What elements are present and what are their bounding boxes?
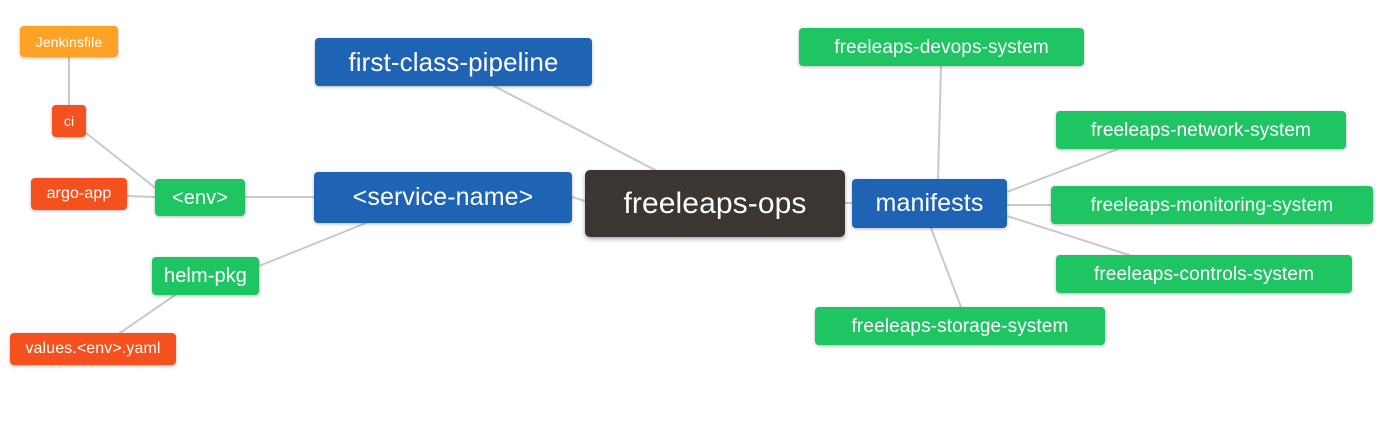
edge-manifests-to-storage_system [930, 227, 962, 308]
node-label: <env> [171, 186, 229, 209]
node-freeleaps-devops-system[interactable]: freeleaps-devops-system [799, 28, 1084, 66]
node-label: freeleaps-controls-system [1093, 263, 1315, 285]
node-env[interactable]: <env> [155, 179, 245, 216]
node-freeleaps-controls-system[interactable]: freeleaps-controls-system [1056, 255, 1352, 293]
node-label: manifests [875, 189, 984, 217]
edge-first_class_pipeline-to-root [493, 85, 656, 171]
node-helm-pkg[interactable]: helm-pkg [152, 257, 259, 295]
node-first-class-pipeline[interactable]: first-class-pipeline [315, 38, 592, 86]
node-service-name[interactable]: <service-name> [314, 172, 572, 223]
node-label: argo-app [46, 185, 112, 202]
node-label: freeleaps-ops [623, 186, 807, 220]
node-jenkinsfile[interactable]: Jenkinsfile [20, 26, 118, 57]
node-label: helm-pkg [163, 265, 248, 287]
edge-argo_app-to-env [126, 195, 156, 198]
node-values-yaml[interactable]: values.<env>.yaml [10, 333, 176, 365]
node-freeleaps-monitoring-system[interactable]: freeleaps-monitoring-system [1051, 186, 1373, 224]
node-freeleaps-network-system[interactable]: freeleaps-network-system [1056, 111, 1346, 149]
node-label: freeleaps-storage-system [851, 315, 1069, 337]
node-label: <service-name> [352, 183, 534, 211]
node-label: freeleaps-monitoring-system [1090, 194, 1334, 216]
edge-helm_pkg-to-values_yaml [119, 294, 176, 334]
node-freeleaps-storage-system[interactable]: freeleaps-storage-system [815, 307, 1105, 345]
edge-service_name-to-helm_pkg [258, 222, 367, 267]
node-label: freeleaps-network-system [1091, 119, 1311, 141]
node-ci[interactable]: ci [52, 105, 86, 137]
node-label: values.<env>.yaml [25, 340, 161, 357]
node-label: first-class-pipeline [348, 47, 559, 77]
node-label: Jenkinsfile [35, 33, 103, 50]
node-manifests[interactable]: manifests [852, 179, 1007, 228]
node-label: freeleaps-devops-system [834, 36, 1049, 58]
edge-manifests-to-devops_system [937, 65, 942, 180]
node-argo-app[interactable]: argo-app [31, 178, 127, 210]
node-label: ci [63, 113, 75, 129]
node-freeleaps-ops[interactable]: freeleaps-ops [585, 170, 845, 237]
edge-service_name-to-root [571, 196, 586, 202]
